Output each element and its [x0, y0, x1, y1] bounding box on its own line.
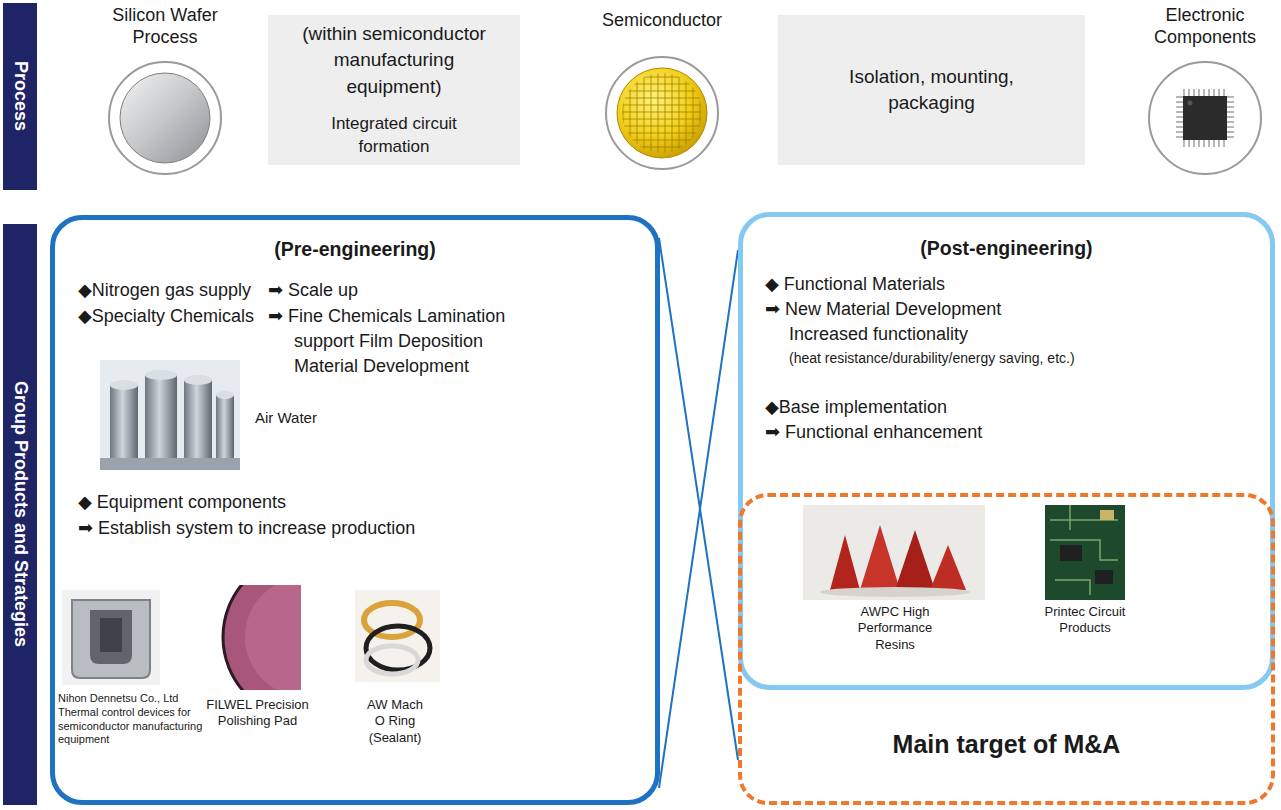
strategy-text: ➡ Functional enhancement [765, 420, 982, 445]
strategy-text: ➡ New Material Development Increased fun… [765, 297, 1075, 347]
process-box: (within semiconductor manufacturing equi… [268, 15, 520, 165]
strategy-text: ➡ Establish system to increase productio… [78, 516, 415, 541]
bullet-text: ◆Specialty Chemicals [78, 304, 254, 329]
product-caption: AW Mach O Ring (Sealant) [362, 697, 428, 746]
circuit-board-photo [1045, 505, 1125, 600]
bullet-text: ◆ Equipment components [78, 490, 286, 515]
process-text: Isolation, mounting, packaging [822, 64, 1042, 116]
note-text: (heat resistance/durability/energy savin… [789, 349, 1075, 368]
strategy-text: ➡ Scale up [268, 278, 358, 303]
band-title: Group Products and Strategies [10, 381, 30, 647]
target-panel: Main target of M&A [738, 493, 1275, 805]
stage-label: Semiconductor [562, 8, 762, 33]
panel-heading: (Pre-engineering) [55, 236, 655, 263]
panel-heading: (Post-engineering) [743, 235, 1270, 262]
resin-photo [803, 505, 985, 600]
stage-label: Electronic Components [1135, 5, 1275, 48]
bullet-text: ◆Nitrogen gas supply [78, 278, 251, 303]
target-title: Main target of M&A [742, 727, 1271, 762]
semiconductor-icon [606, 57, 718, 169]
bullet-text: ◆Base implementation [765, 395, 947, 420]
process-box: Isolation, mounting, packaging [778, 15, 1085, 165]
process-text: Integrated circuit formation [294, 112, 494, 159]
product-caption: FILWEL Precision Polishing Pad [205, 697, 310, 730]
chip-icon [1149, 62, 1261, 174]
product-caption: Printec Circuit Products [1035, 604, 1135, 637]
wafer-icon [109, 62, 221, 174]
process-text: (within semiconductor manufacturing equi… [287, 21, 502, 100]
product-caption: Air Water [255, 408, 317, 429]
bullet-text: ◆ Functional Materials [765, 272, 945, 297]
band-title: Process [10, 61, 30, 131]
strategy-panel: (Post-engineering) ◆ Functional Materials… [738, 212, 1275, 690]
gas-tank-photo [100, 360, 240, 470]
thermal-device-photo [62, 590, 160, 685]
stage-label: Silicon Wafer Process [95, 5, 235, 48]
product-caption: AWPC High Performance Resins [840, 604, 950, 653]
section-band: Process [3, 3, 37, 190]
o-ring-photo [355, 590, 440, 682]
strategy-text: ➡ Fine Chemicals Lamination support Film… [268, 304, 509, 378]
callout-lines [659, 238, 738, 788]
product-caption: Nihon Dennetsu Co., Ltd Thermal control … [58, 692, 208, 747]
section-band: Group Products and Strategies [3, 224, 37, 805]
